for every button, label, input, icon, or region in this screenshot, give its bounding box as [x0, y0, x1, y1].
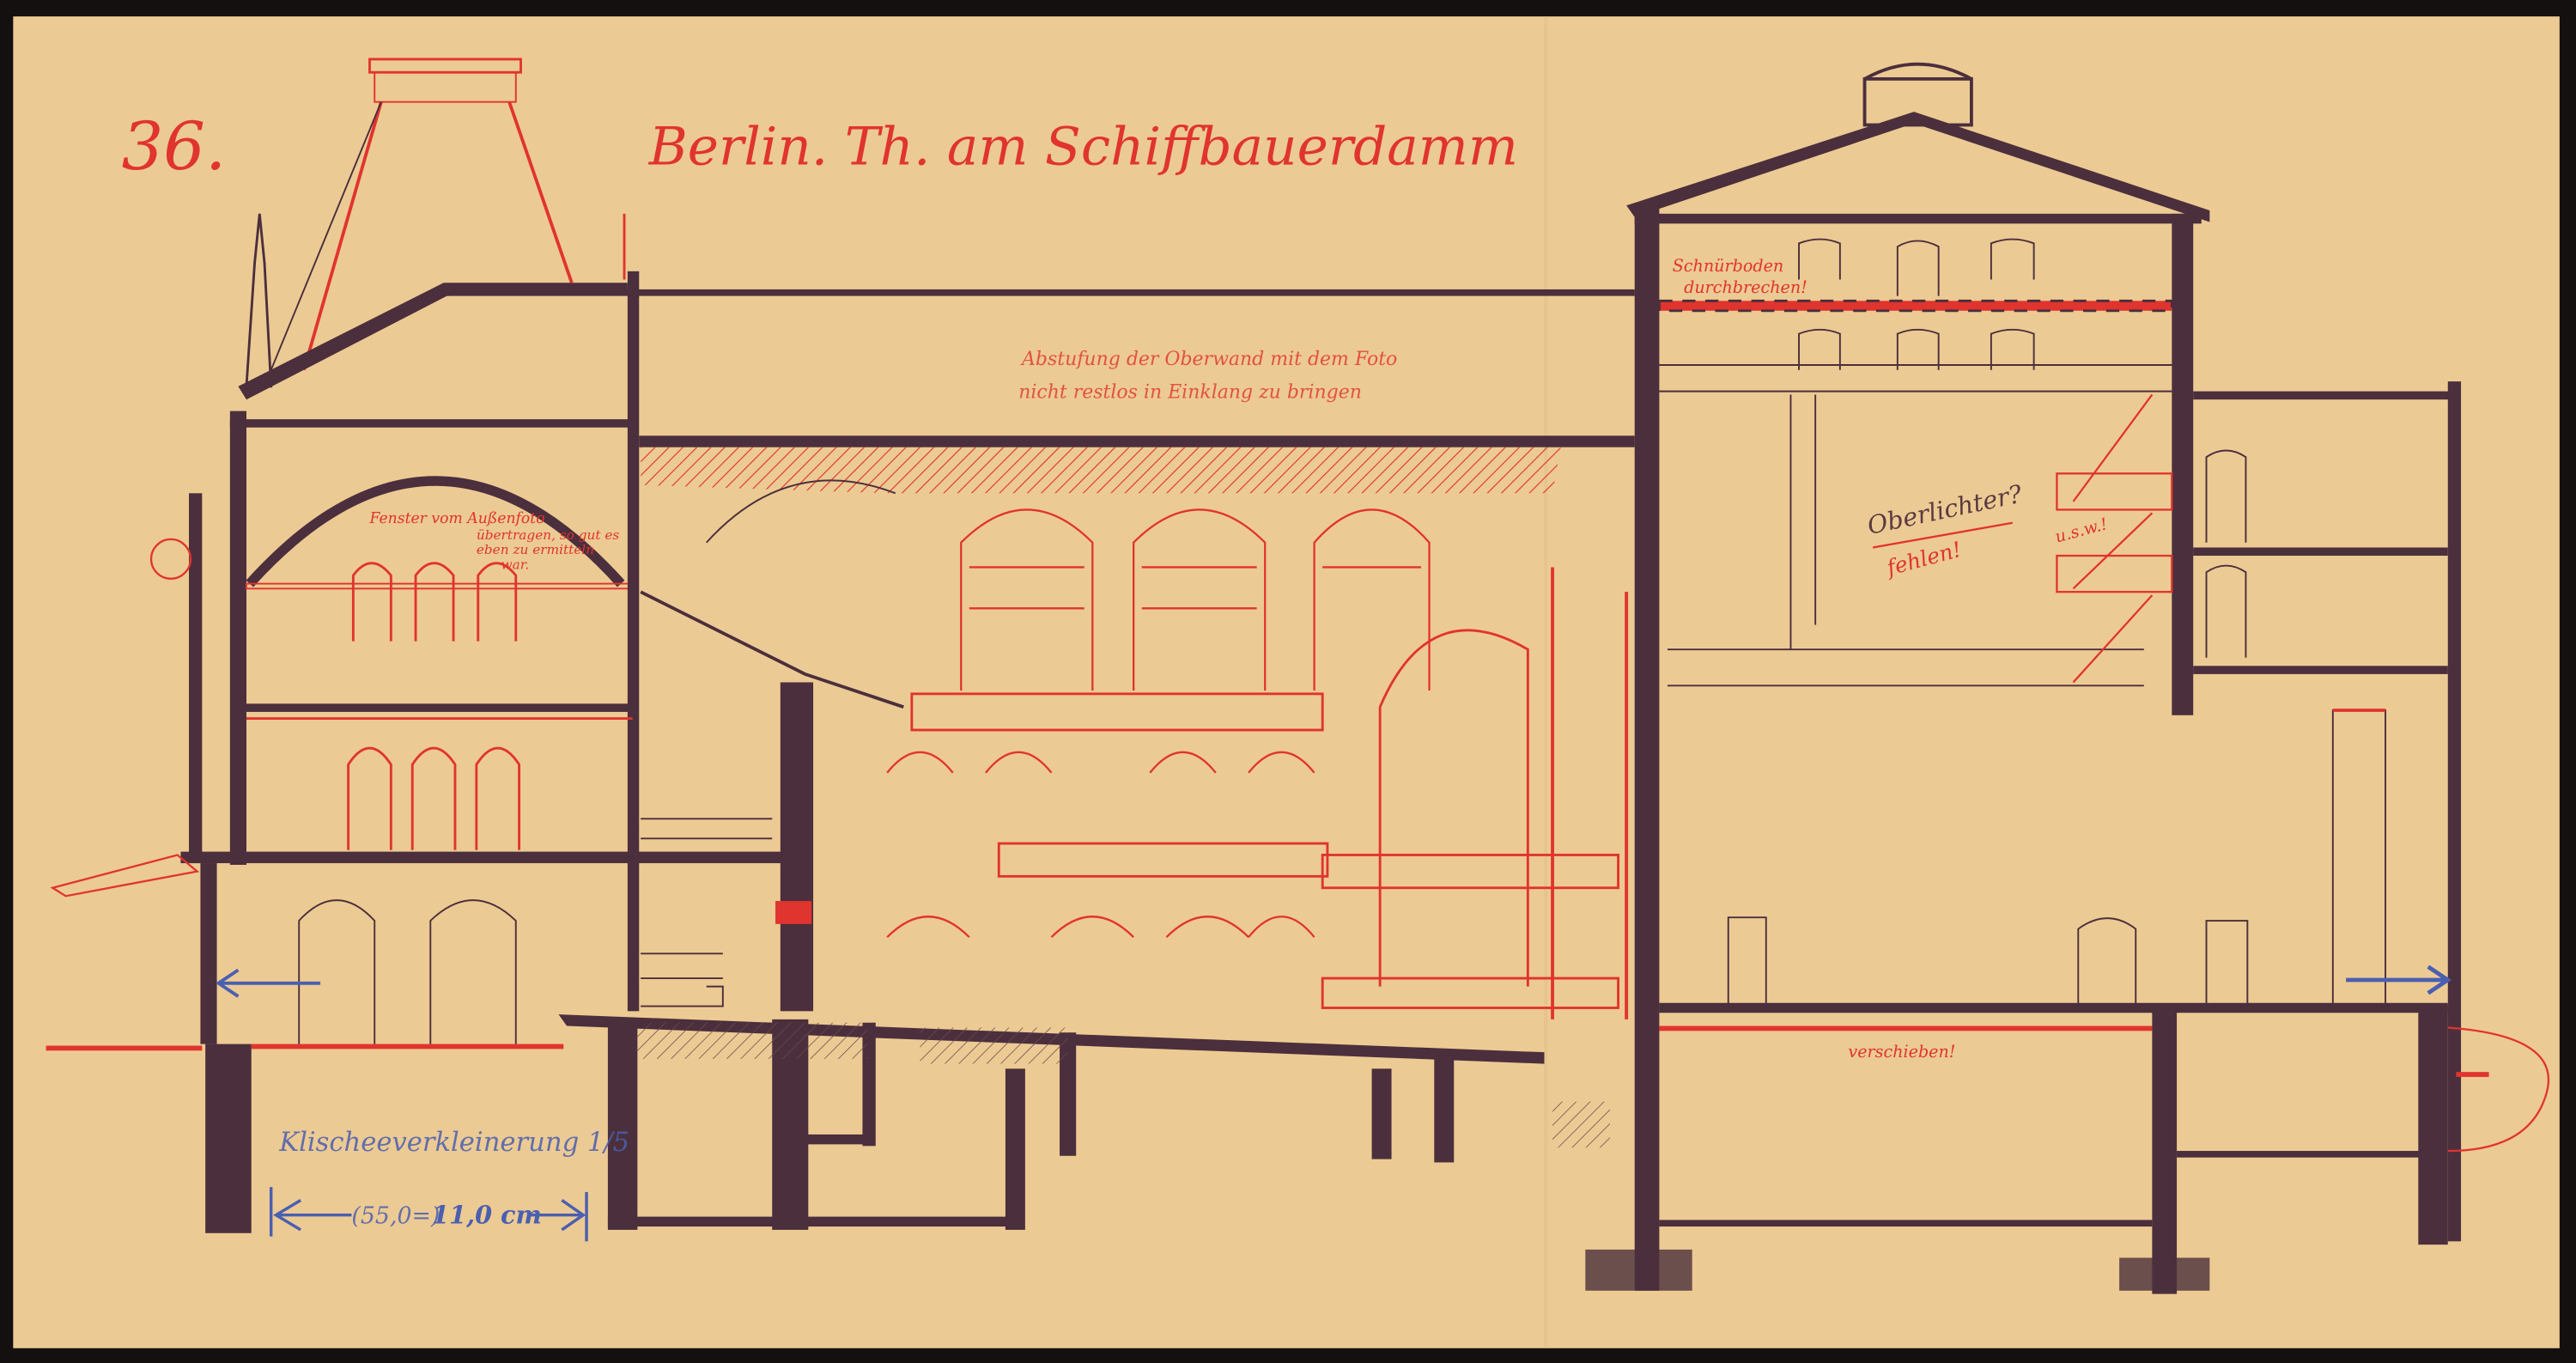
- window-note-line4: war.: [501, 557, 530, 572]
- window-note-line1: Fenster vom Außenfoto: [368, 510, 544, 527]
- front-building-section: [50, 271, 1635, 1044]
- ground-line: [46, 1045, 203, 1051]
- scale-measure-reduced: 11,0 cm: [432, 1200, 542, 1229]
- arched-windows-upper: [351, 562, 518, 642]
- blue-arrow-right: [2346, 964, 2452, 995]
- arched-windows-lower: [246, 717, 633, 850]
- sheet-title: Berlin. Th. am Schiffbauerdamm: [648, 116, 1518, 177]
- stage-floor-note: verschieben!: [1848, 1042, 1955, 1062]
- left-roof-lantern: [245, 58, 626, 388]
- sheet-number: 36.: [122, 109, 227, 186]
- balcony-tiers: [886, 567, 1629, 1019]
- dimension-arrow: [269, 1187, 588, 1242]
- window-note-line3: eben zu ermitteln: [477, 542, 594, 557]
- left-foundation: [205, 1044, 252, 1233]
- stage-tower-section: [1585, 62, 2448, 1294]
- fold-crease: [1544, 16, 1548, 1348]
- window-note-line2: übertragen, so gut es: [477, 527, 620, 543]
- ceiling-note: Abstufung der Oberwand mit dem Foto: [1020, 349, 1397, 370]
- ground-floor-arches: [298, 899, 517, 1044]
- side-building-section: [2193, 381, 2550, 1245]
- fly-loft-note-line1: Schnürboden: [1673, 256, 1784, 276]
- blue-arrow-left: [216, 968, 321, 998]
- fly-gallery-stairs: [2056, 393, 2173, 684]
- ceiling-note-line2: nicht restlos in Einklang zu bringen: [1018, 381, 1362, 403]
- scale-note: Klischeeverkleinerung 1/5: [278, 1128, 629, 1158]
- auditorium-section: [558, 435, 1635, 1230]
- balcony-windows: [960, 508, 1431, 691]
- stairs: [641, 818, 773, 1007]
- scale-measure-original: (55,0=): [351, 1202, 440, 1229]
- fly-loft-note-line2: durchbrechen!: [1684, 277, 1807, 297]
- paper-sheet: [13, 16, 2560, 1348]
